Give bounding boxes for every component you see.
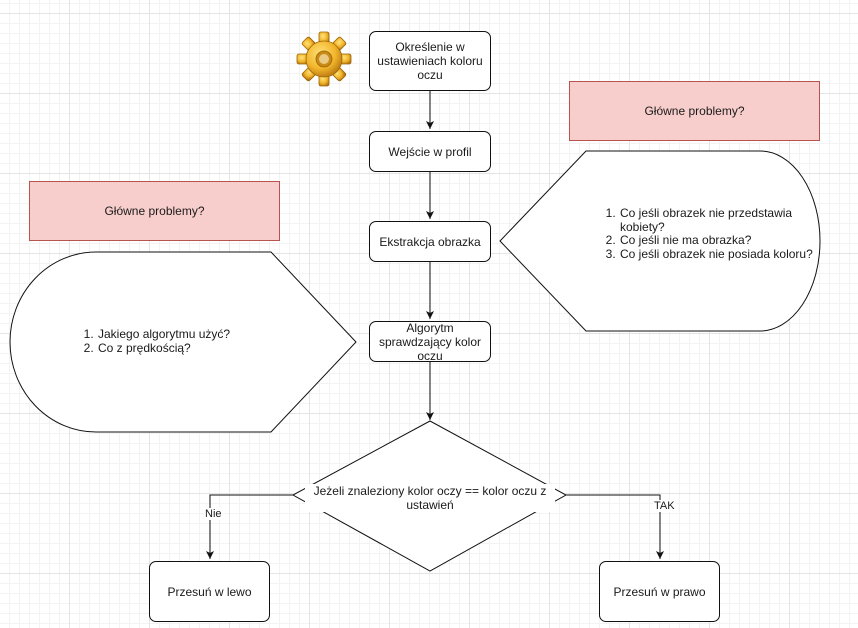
no-branch-label: Nie — [204, 508, 223, 520]
list-item: Co jeśli obrazek nie przedstawia kobiety… — [619, 206, 819, 234]
arrow-decision-yes — [566, 494, 664, 559]
left-problems-title: Główne problemy? — [104, 204, 205, 218]
swipe-left-label: Przesuń w lewo — [167, 584, 252, 599]
right-problems-list: Co jeśli obrazek nie przedstawia kobiety… — [601, 206, 819, 262]
list-item: Co jeśli nie ma obrazka? — [619, 233, 819, 248]
enter-profile-step[interactable]: Wejście w profil — [369, 131, 491, 172]
color-algorithm-label: Algorytm sprawdzający kolor oczu — [378, 320, 482, 363]
color-algorithm-step[interactable]: Algorytm sprawdzający kolor oczu — [369, 320, 491, 363]
decision-label: Jeżeli znaleziony kolor oczy == kolor oc… — [305, 484, 555, 512]
right-problems-title: Główne problemy? — [644, 104, 745, 118]
list-item: Co jeśli obrazek nie posiada koloru? — [619, 247, 819, 262]
eye-color-settings-label: Określenie w ustawieniach koloru oczu — [377, 40, 483, 82]
swipe-right-label: Przesuń w prawo — [613, 584, 706, 599]
left-problems-list: Jakiego algorytmu użyć? Co z prędkością? — [79, 327, 317, 356]
list-item: Jakiego algorytmu użyć? — [97, 327, 317, 342]
swipe-left-step[interactable]: Przesuń w lewo — [149, 561, 270, 622]
eye-color-settings-step[interactable]: Określenie w ustawieniach koloru oczu — [369, 31, 491, 91]
arrow-decision-no — [206, 494, 293, 559]
extract-image-step[interactable]: Ekstrakcja obrazka — [369, 221, 491, 262]
right-problems-note[interactable]: Główne problemy? — [569, 81, 820, 141]
yes-branch-label: TAK — [653, 500, 676, 512]
right-problems-callout[interactable] — [499, 150, 821, 332]
extract-image-label: Ekstrakcja obrazka — [379, 234, 481, 249]
left-problems-callout[interactable] — [9, 251, 357, 433]
enter-profile-label: Wejście w profil — [388, 144, 472, 159]
gear-icon — [296, 31, 352, 87]
swipe-right-step[interactable]: Przesuń w prawo — [599, 561, 720, 622]
list-item: Co z prędkością? — [97, 341, 317, 356]
left-problems-note[interactable]: Główne problemy? — [29, 181, 280, 241]
